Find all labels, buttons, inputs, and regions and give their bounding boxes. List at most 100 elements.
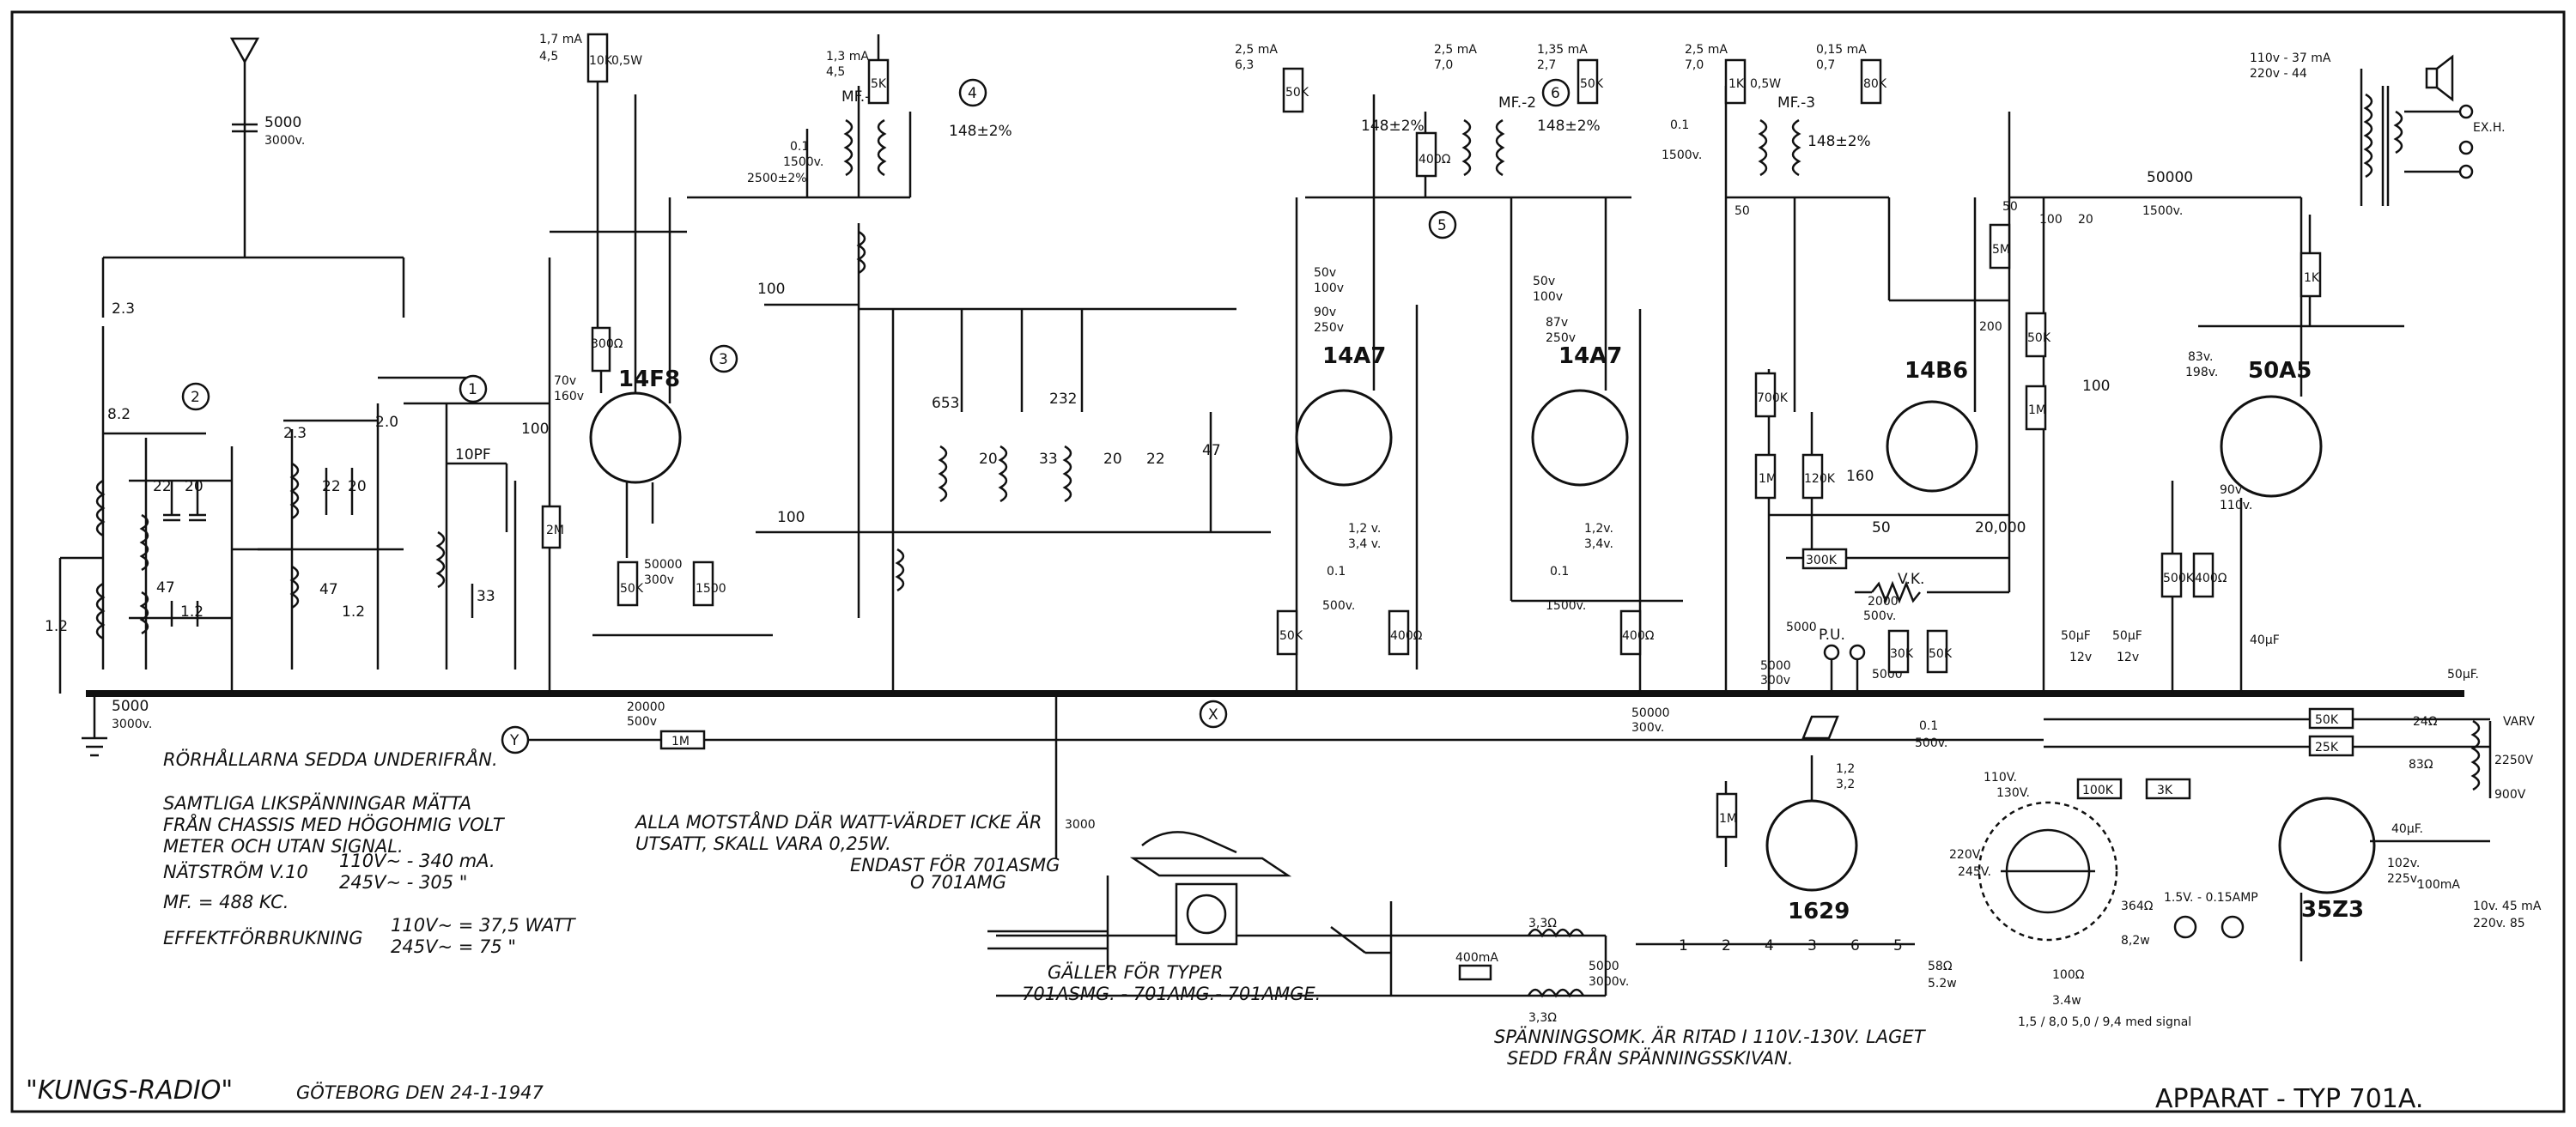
sheet-border: [10, 10, 2566, 1113]
resistor-100k: [2076, 778, 2123, 800]
cap-47a-label: 47: [156, 579, 175, 597]
oscillator-coil-section: [404, 402, 550, 670]
v2250-label: 2250V: [2494, 754, 2534, 767]
resistor-1k: [1724, 58, 1747, 105]
resistor-note-1: ALLA MOTSTÅND DÄR WATT-VÄRDET ICKE ÄR: [634, 810, 1042, 833]
switch-pos-2: 2: [1722, 937, 1731, 954]
resistor-30k: [1887, 629, 1910, 674]
cap-33a-label: 33: [477, 588, 495, 605]
resistor-30k-label: 30K: [1890, 647, 1914, 661]
mains-current-110: 110V~ - 340 mA.: [339, 851, 495, 871]
reading-5-voltage: 2,7: [1537, 58, 1556, 72]
cap-01e-label: 0.1: [1919, 719, 1938, 733]
v-k1-a: 1,2 v.: [1348, 522, 1381, 536]
cap-10pf-label: 10PF: [455, 446, 491, 464]
resistor-100b-watt: 3.4w: [2052, 994, 2081, 1008]
cap-50a-label: 50: [1735, 204, 1750, 218]
resistor-50k-e-label: 50K: [1929, 647, 1953, 661]
cap-50000c-voltage: 300v.: [1631, 721, 1664, 735]
cap-50000-label: 50000: [644, 558, 683, 572]
resistor-364-watt: 8,2w: [2121, 934, 2150, 948]
resistor-50k-d-label: 50K: [1279, 629, 1303, 643]
voltage-measurement-note: 1,5 / 8,0 5,0 / 9,4 med signal: [2018, 1015, 2191, 1029]
resistor-80k: [1860, 58, 1882, 105]
cap-50uf-b-label: 50μF: [2112, 629, 2142, 643]
voltage-note-2: FRÅN CHASSIS MED HÖGOHMIG VOLT: [163, 813, 506, 835]
resistor-200-label: 200: [1979, 320, 2002, 334]
v-14a7a-4: 250v: [1314, 321, 1344, 335]
cap-12c-label: 1.2: [342, 603, 365, 621]
switch-label-23b: 2.3: [283, 425, 307, 442]
tube-14f8-label: 14F8: [618, 367, 680, 392]
v-14a7b-3: 87v: [1546, 316, 1568, 330]
input-cap-value: 5000: [112, 698, 149, 715]
selector-245v: 245V.: [1958, 865, 1991, 879]
cap-5000e-voltage: 3000v.: [1589, 975, 1629, 989]
cap-47c-label: 47: [1202, 442, 1221, 459]
cap-01c-voltage: 1500v.: [1546, 599, 1586, 613]
cap-100e-label: 100: [2082, 378, 2110, 395]
cap-50000b-voltage: 1500v.: [2142, 204, 2183, 218]
cap-3000-label: 3000: [1065, 818, 1096, 832]
maker-label: "KUNGS-RADIO": [26, 1075, 233, 1106]
resistor-50k-g-label: 50K: [2315, 713, 2339, 727]
cap-33b-label: 33: [1039, 451, 1058, 468]
tube-view-note: RÖRHÅLLARNA SEDDA UNDERIFRÅN.: [163, 748, 498, 770]
cap-2000-voltage: 500v.: [1863, 609, 1896, 623]
cap-82-label: 8.2: [107, 406, 131, 423]
v-14a7a-1: 50v: [1314, 266, 1336, 280]
resistor-500k-label: 500K: [2163, 572, 2195, 585]
volume-control-label[interactable]: V.K.: [1898, 571, 1924, 588]
resistor-50k-b-label: 50K: [1285, 86, 1309, 100]
cap-50000c-label: 50000: [1631, 706, 1670, 720]
mf2-label: MF.-2: [1498, 94, 1536, 112]
apparatus-type-label: APPARAT - TYP 701A.: [2155, 1084, 2423, 1114]
cap-01d-label: 0.1: [1670, 118, 1689, 132]
resistor-120k-label: 120K: [1804, 472, 1836, 486]
v-50a5-a: 83v.: [2188, 350, 2213, 364]
cap-20000b-label: 20000: [627, 700, 665, 714]
voltage-selector-switch[interactable]: [1978, 801, 2118, 942]
reading-2-current: 1,3 mA: [826, 50, 869, 64]
only-for-note: ENDAST FÖR 701ASMG: [850, 854, 1060, 876]
reading-5-current: 1,35 mA: [1537, 43, 1588, 57]
reading-6-current: 2,5 mA: [1685, 43, 1728, 57]
resistor-700k: [1754, 372, 1777, 418]
resistor-25k-label: 25K: [2315, 741, 2339, 754]
resistor-50k-b: [1282, 67, 1304, 113]
cap-50uf-c-label: 50μF.: [2447, 668, 2479, 682]
resistor-83-label: 83Ω: [2409, 758, 2433, 772]
cap-2500-label: 2500±2%: [747, 172, 807, 185]
switch-pos-6: 6: [1850, 937, 1860, 954]
reading-3-voltage: 6,3: [1235, 58, 1254, 72]
cap-22c-label: 22: [1146, 451, 1165, 468]
cap-40uf-label: 40μF: [2250, 633, 2280, 647]
pickup-label[interactable]: P.U.: [1819, 627, 1845, 644]
cap-12a-label: 1.2: [180, 603, 204, 621]
cap-5000b-voltage: 300v: [1760, 674, 1790, 688]
cap-01b-label: 0.1: [1327, 565, 1346, 579]
cap-5000e-label: 5000: [1589, 960, 1619, 973]
cap-100b-label: 100: [757, 281, 785, 298]
external-speaker-jack[interactable]: [2458, 104, 2474, 179]
reading-1-current: 1,7 mA: [539, 33, 582, 46]
cap-50000b-label: 50000: [2147, 169, 2193, 186]
resistor-120k: [1801, 453, 1824, 500]
v900-label: 900V: [2494, 788, 2526, 802]
resistor-300k-label: 300K: [1806, 554, 1838, 567]
fuse-label: 400mA: [1455, 951, 1498, 965]
external-speaker-label: EX.H.: [2473, 121, 2506, 135]
cap-20000b-voltage: 500v: [627, 715, 657, 729]
pickup-jack: [1801, 644, 1866, 740]
resistor-50k-f-label: 50K: [2027, 331, 2051, 345]
switch-pos-5: 5: [1893, 937, 1903, 954]
reading-7-voltage: 0,7: [1816, 58, 1835, 72]
resistor-100k-label: 100K: [2082, 784, 2114, 797]
resistor-400b-label: 400Ω: [1390, 629, 1423, 643]
resistor-1mc: [2025, 385, 2047, 431]
resistor-400c: [1619, 609, 1642, 656]
place-date-label: GÖTEBORG DEN 24-1-1947: [296, 1082, 544, 1103]
mains-section: [996, 901, 1607, 998]
v-1629-a: 1,2: [1836, 762, 1855, 776]
v-50a5-b: 198v.: [2185, 366, 2218, 379]
